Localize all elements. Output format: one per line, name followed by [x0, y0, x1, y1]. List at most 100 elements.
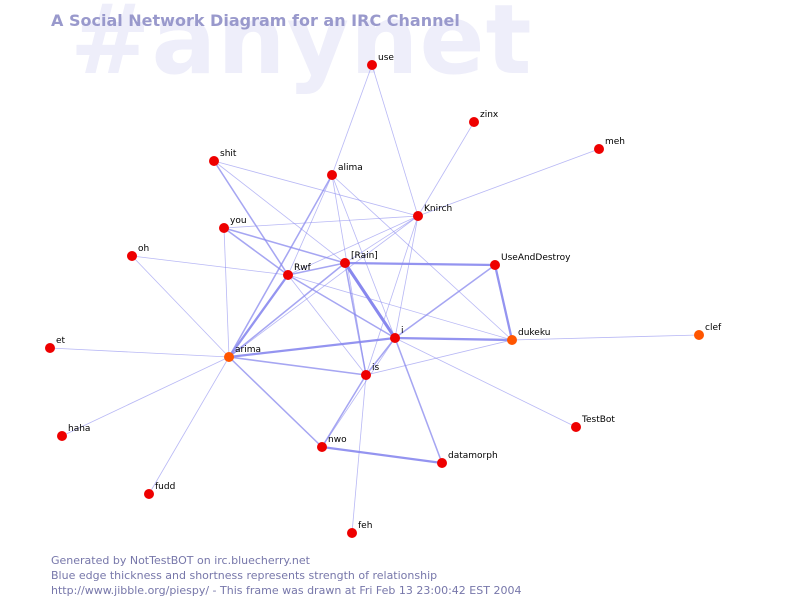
node-dot-rain: [340, 258, 350, 268]
edge-knirch-you: [223, 215, 419, 229]
node-dot-zinx: [469, 117, 479, 127]
edge-knirch-rwf: [287, 215, 419, 276]
footer-legend-note: Blue edge thickness and shortness repres…: [51, 569, 438, 582]
node-dot-nwo: [317, 442, 327, 452]
edge-useanddestroy-i: [394, 264, 496, 339]
node-label-meh: meh: [605, 137, 625, 147]
edge-shit-rwf: [213, 160, 289, 276]
edge-i-datamorph: [394, 337, 443, 464]
node-fudd: fudd: [144, 482, 175, 499]
edge-arima-fudd: [148, 356, 230, 495]
node-dot-alima: [327, 170, 337, 180]
edge-dukeku-clef: [511, 334, 700, 341]
node-label-oh: oh: [138, 244, 149, 254]
edge-oh-rwf: [131, 255, 289, 276]
node-et: et: [45, 336, 66, 353]
node-feh: feh: [347, 521, 372, 538]
node-dot-datamorph: [437, 458, 447, 468]
node-label-dukeku: dukeku: [518, 328, 550, 338]
node-label-clef: clef: [705, 323, 722, 333]
edge-i-testbot: [394, 337, 577, 428]
edge-rain-i: [343, 262, 397, 339]
footer-timestamp: http://www.jibble.org/piespy/ - This fra…: [51, 584, 522, 597]
page-title: A Social Network Diagram for an IRC Chan…: [51, 11, 460, 30]
edge-rain-useanddestroy: [344, 261, 496, 267]
edge-rain-is: [344, 262, 367, 376]
node-layer: usezinxmehshitalimaKnirchyouoh[Rain]RwfU…: [45, 53, 722, 538]
node-dot-testbot: [571, 422, 581, 432]
node-use: use: [367, 53, 394, 70]
edge-use-knirch: [371, 64, 419, 217]
edge-you-rain: [223, 227, 346, 264]
node-arima: arima: [224, 345, 261, 362]
edge-rwf-arima: [228, 274, 289, 358]
edge-knirch-arima: [228, 215, 419, 358]
edge-knirch-rain: [344, 215, 419, 264]
edge-you-arima: [223, 227, 230, 358]
node-label-use: use: [378, 53, 394, 63]
edge-alima-dukeku: [331, 174, 513, 341]
node-i: i: [390, 326, 404, 343]
node-dot-shit: [209, 156, 219, 166]
node-dot-is: [361, 370, 371, 380]
node-dot-you: [219, 223, 229, 233]
edge-arima-is: [228, 356, 367, 376]
edge-arima-haha: [61, 356, 230, 437]
node-label-zinx: zinx: [480, 110, 499, 120]
node-useanddestroy: UseAndDestroy: [490, 253, 571, 270]
node-rwf: Rwf: [283, 263, 312, 280]
node-datamorph: datamorph: [437, 451, 498, 468]
edge-rain-rwf: [287, 262, 346, 276]
node-dot-rwf: [283, 270, 293, 280]
footer-generated-by: Generated by NotTestBOT on irc.bluecherr…: [51, 554, 310, 567]
edge-i-arima: [228, 336, 396, 359]
node-label-useanddestroy: UseAndDestroy: [501, 253, 571, 263]
edge-layer: [49, 64, 700, 534]
node-dot-arima: [224, 352, 234, 362]
node-dukeku: dukeku: [507, 328, 550, 345]
edge-et-arima: [49, 347, 230, 358]
node-is: is: [361, 363, 380, 380]
edge-useanddestroy-dukeku: [493, 264, 514, 341]
edge-shit-rain: [213, 160, 346, 264]
node-label-is: is: [372, 363, 380, 373]
edge-you-rwf: [223, 227, 289, 276]
node-dot-useanddestroy: [490, 260, 500, 270]
node-dot-meh: [594, 144, 604, 154]
channel-watermark: #anynet: [70, 0, 533, 96]
edge-rwf-i: [287, 274, 396, 339]
edge-arima-nwo: [228, 356, 323, 448]
edge-rwf-dukeku: [287, 274, 513, 341]
node-label-haha: haha: [68, 424, 90, 434]
edge-use-alima: [331, 64, 373, 176]
edge-nwo-datamorph: [321, 445, 443, 465]
node-dot-oh: [127, 251, 137, 261]
node-label-testbot: TestBot: [581, 415, 615, 425]
node-label-feh: feh: [358, 521, 372, 531]
node-dot-feh: [347, 528, 357, 538]
edge-i-is: [365, 337, 396, 376]
edge-rain-arima: [228, 262, 346, 358]
node-dot-haha: [57, 431, 67, 441]
node-dot-clef: [694, 330, 704, 340]
node-you: you: [219, 216, 247, 233]
footer: Generated by NotTestBOT on irc.bluecherr…: [51, 553, 521, 598]
node-label-alima: alima: [338, 163, 363, 173]
edge-dukeku-is: [365, 339, 513, 376]
node-label-rwf: Rwf: [294, 263, 312, 273]
edge-oh-arima: [131, 255, 230, 358]
node-label-arima: arima: [235, 345, 261, 355]
edge-knirch-is: [365, 215, 419, 376]
node-oh: oh: [127, 244, 149, 261]
edge-i-nwo: [321, 337, 396, 448]
node-testbot: TestBot: [571, 415, 615, 432]
node-dot-use: [367, 60, 377, 70]
node-dot-dukeku: [507, 335, 517, 345]
edge-alima-rwf: [287, 174, 333, 276]
node-label-you: you: [230, 216, 247, 226]
node-clef: clef: [694, 323, 722, 340]
edge-alima-arima: [228, 174, 333, 358]
edge-is-nwo: [321, 374, 367, 448]
